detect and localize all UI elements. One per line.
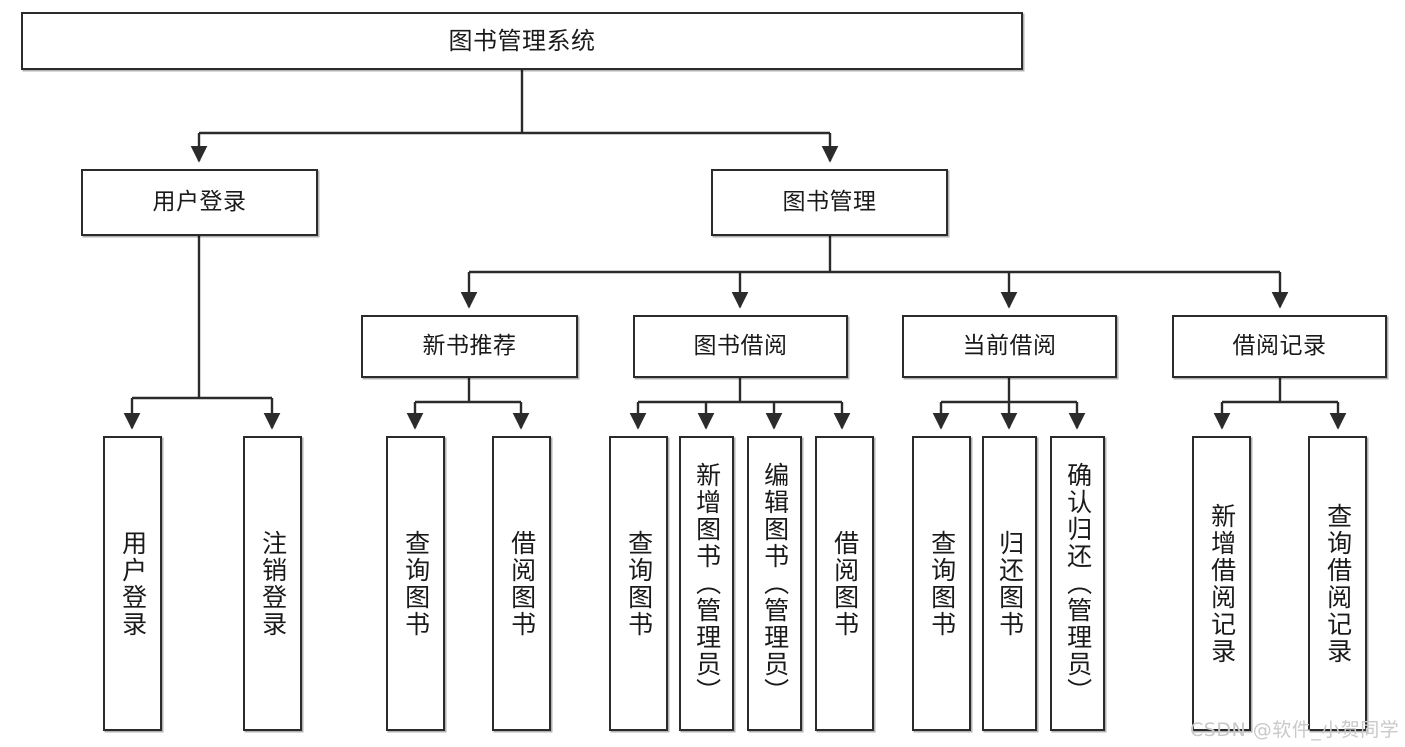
leaf-query-book-recommend[interactable]: 查询图书: [386, 436, 445, 731]
leaf-return-book[interactable]: 归还图书: [982, 436, 1037, 731]
node-label: 查询图书: [401, 529, 431, 638]
node-label: 图书借阅: [693, 332, 788, 359]
leaf-logout[interactable]: 注销登录: [243, 436, 302, 731]
node-label: 确认归还（管理员）: [1063, 462, 1093, 705]
node-label: 查询借阅记录: [1323, 502, 1353, 665]
node-label: 借阅图书: [507, 529, 537, 638]
node-book-borrow[interactable]: 图书借阅: [633, 315, 848, 378]
leaf-user-login[interactable]: 用户登录: [103, 436, 162, 731]
node-label: 新增图书（管理员）: [692, 462, 722, 705]
node-label: 用户登录: [152, 188, 247, 215]
node-label: 查询图书: [927, 529, 957, 638]
leaf-edit-book-admin[interactable]: 编辑图书（管理员）: [747, 436, 802, 731]
node-label: 新书推荐: [422, 332, 517, 359]
node-label: 注销登录: [258, 529, 288, 638]
node-label: 新增借阅记录: [1207, 502, 1237, 665]
watermark: CSDN @软件_小贺同学: [1190, 719, 1400, 741]
node-label: 借阅图书: [830, 529, 860, 638]
leaf-confirm-return-admin[interactable]: 确认归还（管理员）: [1050, 436, 1105, 731]
node-current-borrow[interactable]: 当前借阅: [902, 315, 1117, 378]
leaf-borrow-book[interactable]: 借阅图书: [815, 436, 874, 731]
node-label: 借阅记录: [1232, 332, 1327, 359]
node-label: 用户登录: [118, 529, 148, 638]
node-root-library-system[interactable]: 图书管理系统: [21, 12, 1023, 70]
leaf-add-borrow-record[interactable]: 新增借阅记录: [1192, 436, 1251, 731]
leaf-query-borrow-record[interactable]: 查询借阅记录: [1308, 436, 1367, 731]
node-label: 图书管理系统: [448, 26, 596, 55]
node-label: 归还图书: [995, 529, 1025, 638]
node-book-management[interactable]: 图书管理: [711, 169, 948, 236]
leaf-query-book-current[interactable]: 查询图书: [912, 436, 971, 731]
node-user-login[interactable]: 用户登录: [81, 169, 318, 236]
node-label: 编辑图书（管理员）: [760, 462, 790, 705]
leaf-add-book-admin[interactable]: 新增图书（管理员）: [679, 436, 734, 731]
node-new-book-recommend[interactable]: 新书推荐: [361, 315, 578, 378]
node-label: 图书管理: [782, 188, 877, 215]
leaf-borrow-book-recommend[interactable]: 借阅图书: [492, 436, 551, 731]
leaf-query-book-borrow[interactable]: 查询图书: [609, 436, 668, 731]
node-label: 查询图书: [624, 529, 654, 638]
node-label: 当前借阅: [962, 332, 1057, 359]
node-borrow-record[interactable]: 借阅记录: [1172, 315, 1387, 378]
